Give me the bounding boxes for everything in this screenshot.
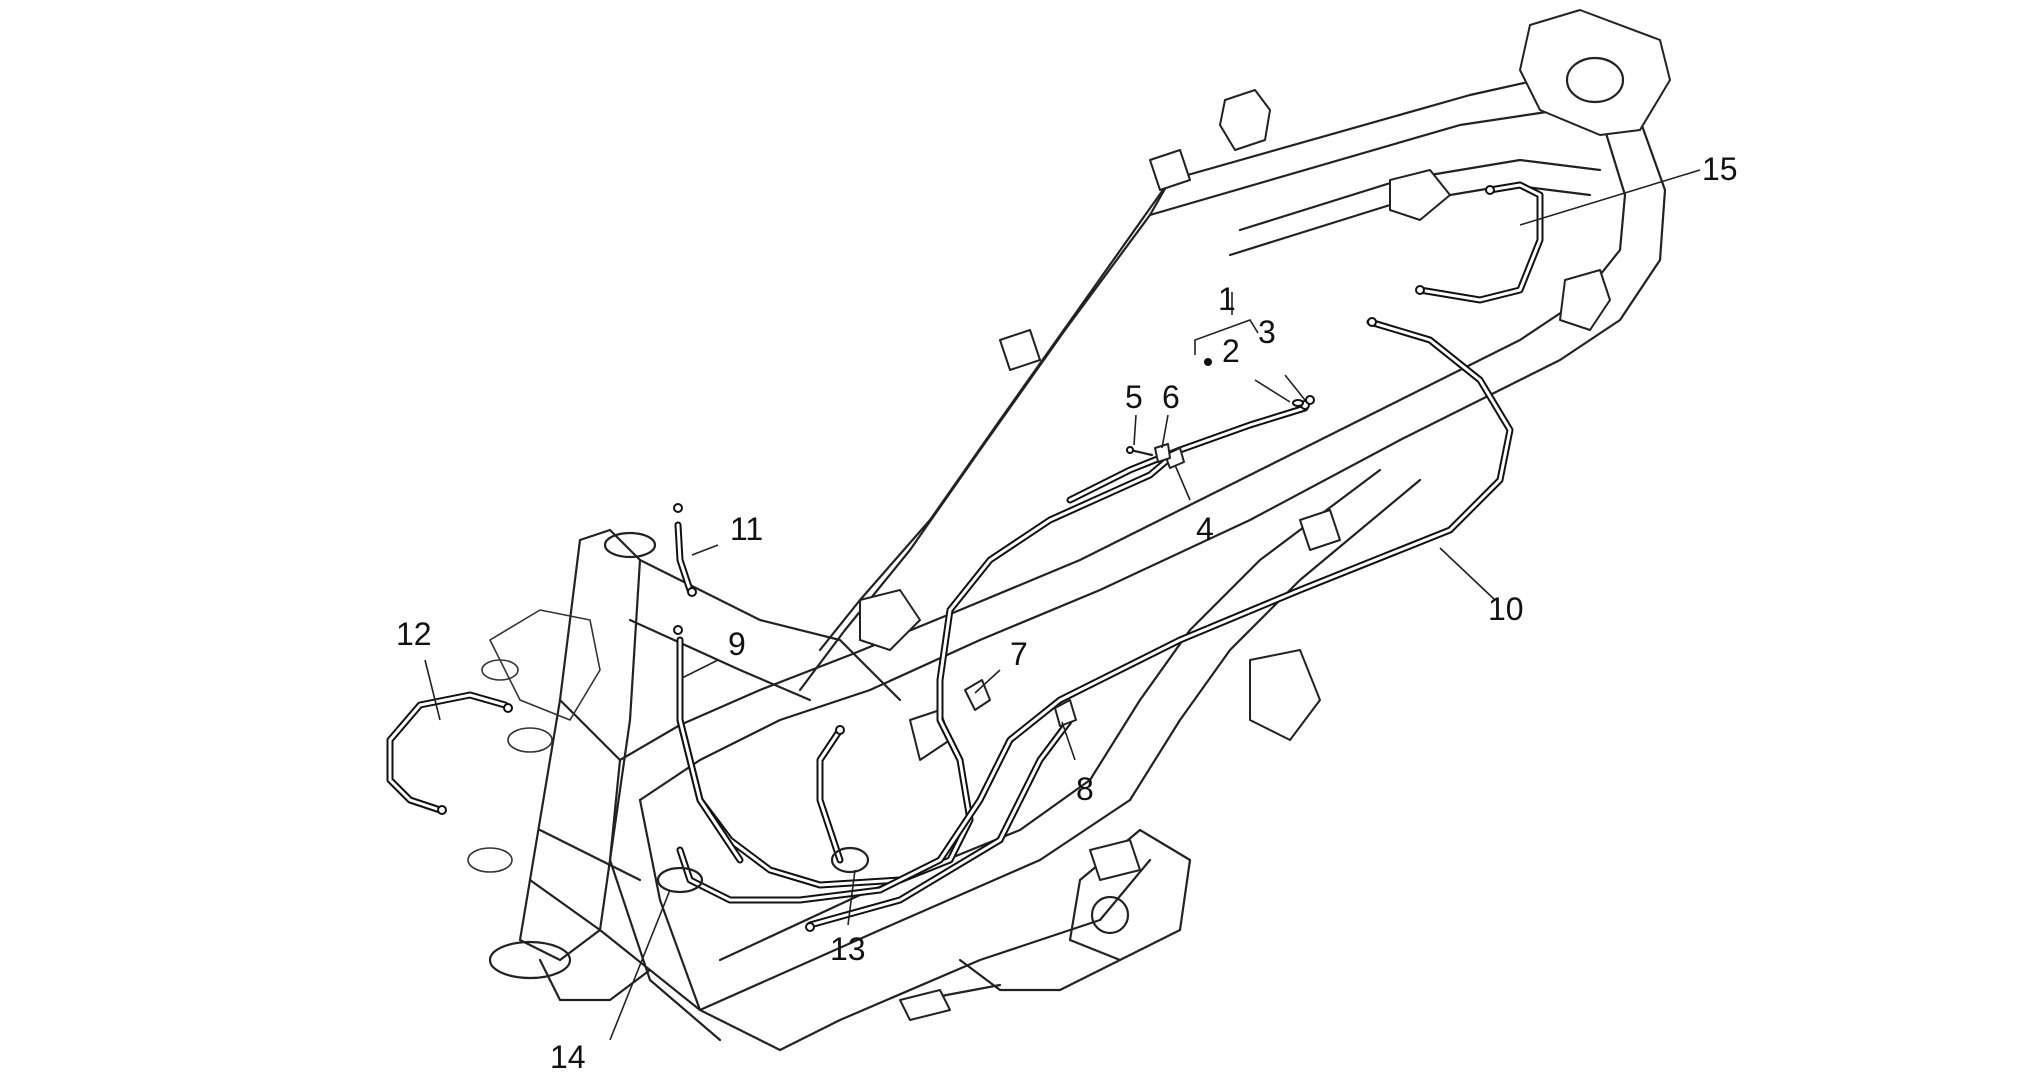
callout-13: 13 xyxy=(830,931,866,967)
leader-lines xyxy=(424,169,1701,1041)
scooter-frame xyxy=(467,9,1671,1052)
callout-10: 10 xyxy=(1488,591,1524,627)
callout-11: 11 xyxy=(730,511,763,547)
callout-12: 12 xyxy=(396,616,432,652)
callout-14: 14 xyxy=(550,1039,586,1075)
callout-7: 7 xyxy=(1010,636,1028,672)
callout-5: 5 xyxy=(1125,379,1143,415)
callout-3: 3 xyxy=(1258,314,1276,350)
callout-8: 8 xyxy=(1076,771,1094,807)
callout-9: 9 xyxy=(728,626,746,662)
callout-labels: 1 2 3 4 5 6 7 8 9 10 11 12 13 14 15 xyxy=(396,151,1738,1075)
callout-1: 1 xyxy=(1218,281,1236,317)
callout-15: 15 xyxy=(1702,151,1738,187)
callout-4: 4 xyxy=(1196,511,1214,547)
cables xyxy=(386,181,1544,932)
callout-2: 2 xyxy=(1222,333,1240,369)
callout-6: 6 xyxy=(1162,379,1180,415)
